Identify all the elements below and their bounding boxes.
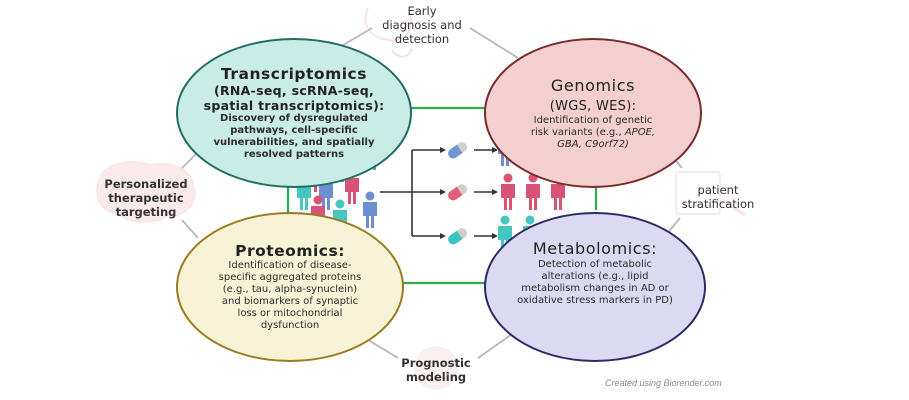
biorender-credit: Created using Biorender.com: [605, 378, 722, 388]
outcome-early-diagnosis-line-3: detection: [394, 32, 450, 46]
proteomics-desc-1: Identification of disease-: [228, 260, 352, 271]
arrow-head-icon: [440, 189, 446, 195]
outcome-personalized-line-2: therapeutic: [108, 191, 184, 205]
arrow-head-icon: [492, 189, 498, 195]
person-icon: [501, 173, 515, 210]
transcriptomics-bubble: Transcriptomics (RNA-seq, scRNA-seq, spa…: [176, 38, 412, 188]
genomics-desc-1: Identification of genetic: [533, 114, 653, 126]
metabolomics-desc-2: alterations (e.g., lipid: [541, 271, 649, 282]
proteomics-desc-3: (e.g., tau, alpha-synuclein): [222, 284, 358, 295]
genomics-bubble: Genomics (WGS, WES): Identification of g…: [484, 38, 702, 188]
transcriptomics-title: Transcriptomics: [221, 65, 367, 83]
genomics-title: Genomics: [550, 75, 636, 95]
connector-prognostic-metabolomics: [477, 331, 516, 359]
metabolomics-title: Metabolomics:: [532, 239, 658, 258]
connector-early-genomics: [469, 27, 519, 59]
proteomics-desc-2: specific aggregated proteins: [218, 272, 362, 283]
arrow-head-icon: [440, 233, 446, 239]
branch-arrows: [380, 149, 440, 237]
clipboard-icon: [675, 171, 746, 217]
outcome-stratification-line-1: patient: [697, 183, 739, 197]
proteomics-desc-6: dysfunction: [260, 320, 320, 331]
transcriptomics-desc-3: vulnerabilities, and spatially: [213, 137, 375, 148]
brain-icon: [96, 161, 196, 223]
proteomics-title: Proteomics:: [235, 242, 345, 260]
genomics-desc-2-text: risk variants (e.g.,: [530, 126, 625, 138]
proteomics-bubble: Proteomics: Identification of disease- s…: [176, 212, 404, 362]
metabolomics-desc-4: oxidative stress markers in PD): [517, 295, 673, 306]
outcome-early-diagnosis-line-1: Early: [407, 4, 437, 18]
proteomics-desc-4: and biomarkers of synaptic: [221, 296, 359, 307]
metabolomics-desc-3: metabolism changes in AD or: [521, 283, 669, 294]
pill-icon: [448, 142, 468, 159]
person-icon: [526, 173, 540, 210]
arrow-head-icon: [492, 233, 498, 239]
stethoscope-icon: [364, 7, 413, 58]
metabolomics-desc-1: Detection of metabolic: [537, 259, 653, 270]
pill-icon: [448, 184, 468, 201]
transcriptomics-desc-2: pathways, cell-specific: [230, 125, 358, 136]
arrow-head-icon: [492, 147, 498, 153]
outcome-early-diagnosis: Early diagnosis and detection: [372, 4, 472, 46]
transcriptomics-subtitle-2: spatial transcriptomics):: [203, 98, 385, 113]
transcriptomics-desc-4: resolved patterns: [243, 149, 345, 160]
arrow-head-icon: [440, 147, 446, 153]
genomics-desc-3: GBA, C9orf72): [557, 138, 629, 150]
outcome-personalized-line-3: targeting: [115, 205, 177, 219]
outcome-prognostic-modeling: Prognostic modeling: [388, 356, 484, 384]
proteomics-desc-5: loss or mitochondrial: [237, 308, 343, 319]
transcriptomics-subtitle-1: (RNA-seq, scRNA-seq,: [213, 83, 375, 98]
genomics-subtitle: (WGS, WES):: [549, 98, 637, 114]
outcome-patient-stratification: patient stratification: [668, 183, 768, 211]
outcome-prognostic-line-1: Prognostic: [401, 356, 471, 370]
gene-apoe: APOE,: [624, 126, 656, 138]
pill-icon: [448, 228, 468, 245]
transcriptomics-desc-1: Discovery of dysregulated: [220, 113, 368, 124]
genomics-desc-2: risk variants (e.g., APOE,: [531, 127, 655, 139]
outcome-early-diagnosis-line-2: diagnosis and: [382, 18, 462, 32]
gear-icon: [414, 346, 458, 390]
outcome-prognostic-line-2: modeling: [405, 370, 467, 384]
metabolomics-bubble: Metabolomics: Detection of metabolic alt…: [484, 212, 706, 362]
person-icon: [363, 191, 377, 228]
outcome-stratification-line-2: stratification: [681, 197, 755, 211]
outcome-personalized-targeting: Personalized therapeutic targeting: [96, 177, 196, 219]
connector-personalized-proteomics: [181, 219, 199, 239]
outcome-personalized-line-1: Personalized: [104, 177, 188, 191]
